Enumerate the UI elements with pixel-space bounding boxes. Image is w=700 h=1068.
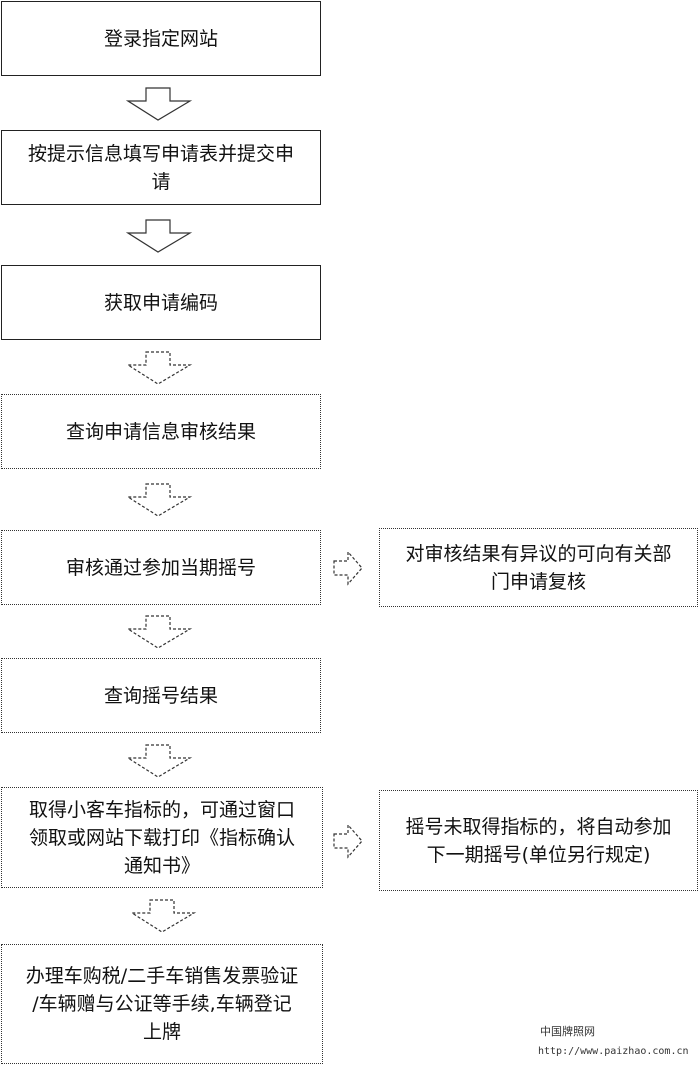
step-4-box: 查询申请信息审核结果 [1, 394, 321, 469]
watermark-url: http://www.paizhao.com.cn [538, 1046, 689, 1057]
step-2-box: 按提示信息填写申请表并提交申 请 [1, 130, 321, 205]
down-arrow-icon [126, 87, 193, 121]
right-arrow-icon [333, 550, 363, 586]
watermark-title: 中国牌照网 [540, 1025, 595, 1038]
step-8-box: 办理车购税/二手车销售发票验证 /车辆赠与公证等手续,车辆登记 上牌 [1, 944, 323, 1064]
step-3-label: 获取申请编码 [103, 291, 218, 314]
side-note-review-label: 对审核结果有异议的可向有关部 门申请复核 [405, 542, 672, 593]
step-7-label: 取得小客车指标的，可通过窗口 领取或网站下载打印《指标确认 通知书》 [28, 798, 295, 877]
down-arrow-icon [126, 351, 193, 385]
down-arrow-icon [126, 615, 193, 649]
side-note-lottery-box: 摇号未取得指标的，将自动参加 下一期摇号(单位另行规定) [379, 790, 698, 891]
step-4-label: 查询申请信息审核结果 [65, 420, 256, 443]
side-note-review-box: 对审核结果有异议的可向有关部 门申请复核 [379, 528, 698, 607]
step-7-box: 取得小客车指标的，可通过窗口 领取或网站下载打印《指标确认 通知书》 [1, 787, 323, 888]
down-arrow-icon [130, 899, 197, 933]
step-5-label: 审核通过参加当期摇号 [65, 556, 256, 579]
step-6-label: 查询摇号结果 [103, 684, 218, 707]
step-3-box: 获取申请编码 [1, 265, 321, 340]
step-5-box: 审核通过参加当期摇号 [1, 530, 321, 605]
step-2-label: 按提示信息填写申请表并提交申 请 [27, 142, 294, 193]
step-1-box: 登录指定网站 [1, 1, 321, 76]
down-arrow-icon [126, 219, 193, 253]
down-arrow-icon [126, 483, 193, 517]
side-note-lottery-label: 摇号未取得指标的，将自动参加 下一期摇号(单位另行规定) [405, 815, 672, 866]
step-6-box: 查询摇号结果 [1, 658, 321, 733]
step-1-label: 登录指定网站 [103, 27, 218, 50]
step-8-label: 办理车购税/二手车销售发票验证 /车辆赠与公证等手续,车辆登记 上牌 [25, 965, 299, 1043]
down-arrow-icon [126, 744, 193, 778]
right-arrow-icon [333, 823, 363, 859]
